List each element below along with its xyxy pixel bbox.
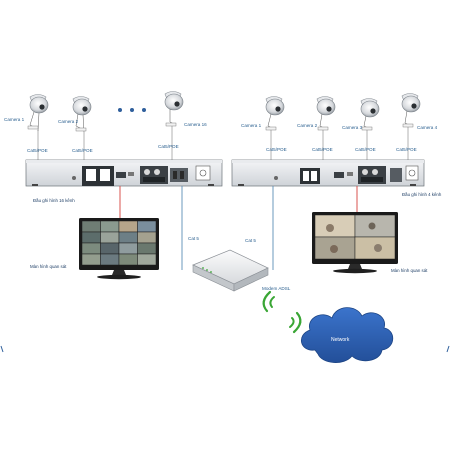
left-system: Camera 1 Camera 2 Camera 16 (4, 92, 222, 280)
left-cat5-link-label: Cat 5 (188, 236, 199, 241)
right-cable-label-1: Cat5/POE (266, 147, 287, 152)
left-camera-label-16: Camera 16 (184, 122, 207, 127)
right-camera-label-4: Camera 4 (417, 125, 438, 130)
modem-adsl (193, 250, 268, 291)
right-monitor-label: Màn hình quan sát (391, 268, 428, 273)
left-camera-label-1: Camera 1 (4, 117, 25, 122)
right-camera-3: Camera 3 (342, 99, 379, 131)
left-cable-label-3: Cat5/POE (158, 144, 179, 149)
nvr-16-channel (26, 160, 222, 186)
modem-label: Modem ADSL (262, 286, 291, 291)
left-camera-16: Camera 16 (165, 92, 207, 128)
right-recorder-label: Đầu ghi hình 4 kênh (402, 192, 442, 197)
left-cable-label-2: Cat5/POE (72, 148, 93, 153)
network-label: Network (331, 337, 350, 343)
more-cameras-dots (118, 108, 146, 112)
right-cable-label-4: Cat5/POE (396, 147, 417, 152)
right-monitor (312, 212, 398, 273)
right-camera-4: Camera 4 (402, 94, 438, 131)
right-cable-label-3: Cat5/POE (355, 147, 376, 152)
right-camera-2: Camera 2 (297, 97, 335, 131)
right-cat5-link-label: Cat 5 (245, 238, 256, 243)
right-camera-1: Camera 1 (241, 97, 284, 131)
right-system: Camera 1 Camera 2 Camera 3 Camer (232, 94, 442, 274)
left-monitor-label: Màn hình quan sát (30, 264, 67, 269)
left-cable-label-1: Cat5/POE (27, 148, 48, 153)
wifi-signal-icon (264, 292, 301, 332)
left-camera-1: Camera 1 (4, 95, 48, 132)
left-camera-2: Camera 2 (58, 97, 91, 133)
right-camera-label-1: Camera 1 (241, 123, 262, 128)
network-cloud: Network (301, 308, 392, 363)
left-recorder-label: Đầu ghi hình 16 kênh (33, 198, 75, 203)
left-monitor (79, 218, 159, 279)
nvr-4-channel (232, 160, 424, 186)
right-camera-label-3: Camera 3 (342, 125, 363, 130)
right-cable-label-2: Cat5/POE (312, 147, 333, 152)
left-camera-label-2: Camera 2 (58, 119, 79, 124)
right-camera-label-2: Camera 2 (297, 123, 318, 128)
